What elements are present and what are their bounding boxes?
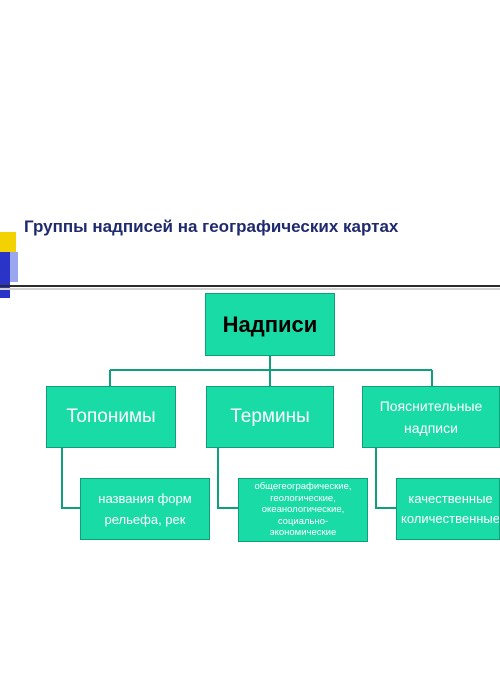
category-box-terms: Термины	[206, 386, 334, 448]
title-underline-shadow	[0, 288, 500, 290]
root-label: Надписи	[222, 311, 318, 337]
slide-title: Группы надписей на географических картах	[24, 217, 399, 236]
category-label-line: Пояснительные	[379, 398, 483, 414]
category-label: Топонимы	[66, 406, 156, 427]
detail-line: рельефа, рек	[104, 512, 186, 527]
category-label: Термины	[230, 406, 310, 427]
accent-blue-block	[0, 252, 10, 298]
accent-lightblue-block	[10, 252, 18, 282]
detail-box-toponyms: названия форм рельефа, рек	[80, 478, 210, 540]
connector-explanatory-child	[375, 448, 396, 509]
detail-box-explanatory: качественные количественные	[396, 478, 500, 540]
detail-line: названия форм	[98, 491, 192, 506]
detail-line: количественные	[401, 511, 500, 526]
detail-line: океанологические,	[261, 504, 345, 516]
connector-toponyms-child	[61, 448, 80, 509]
category-box-explanatory: Пояснительные надписи	[362, 386, 500, 448]
detail-line: общегеографические,	[254, 481, 352, 493]
category-box-toponyms: Топонимы	[46, 386, 176, 448]
detail-box-terms: общегеографические, геологические, океан…	[238, 478, 368, 542]
detail-line: геологические,	[270, 492, 336, 504]
detail-line: социально-	[277, 515, 329, 527]
detail-line: качественные	[408, 491, 493, 506]
root-box-nadpisi: Надписи	[205, 293, 335, 356]
category-label-line: надписи	[404, 420, 458, 436]
detail-line: экономические	[269, 527, 337, 539]
title-underline	[0, 285, 500, 287]
accent-yellow-block	[0, 232, 16, 252]
connector-terms-child	[217, 448, 238, 509]
